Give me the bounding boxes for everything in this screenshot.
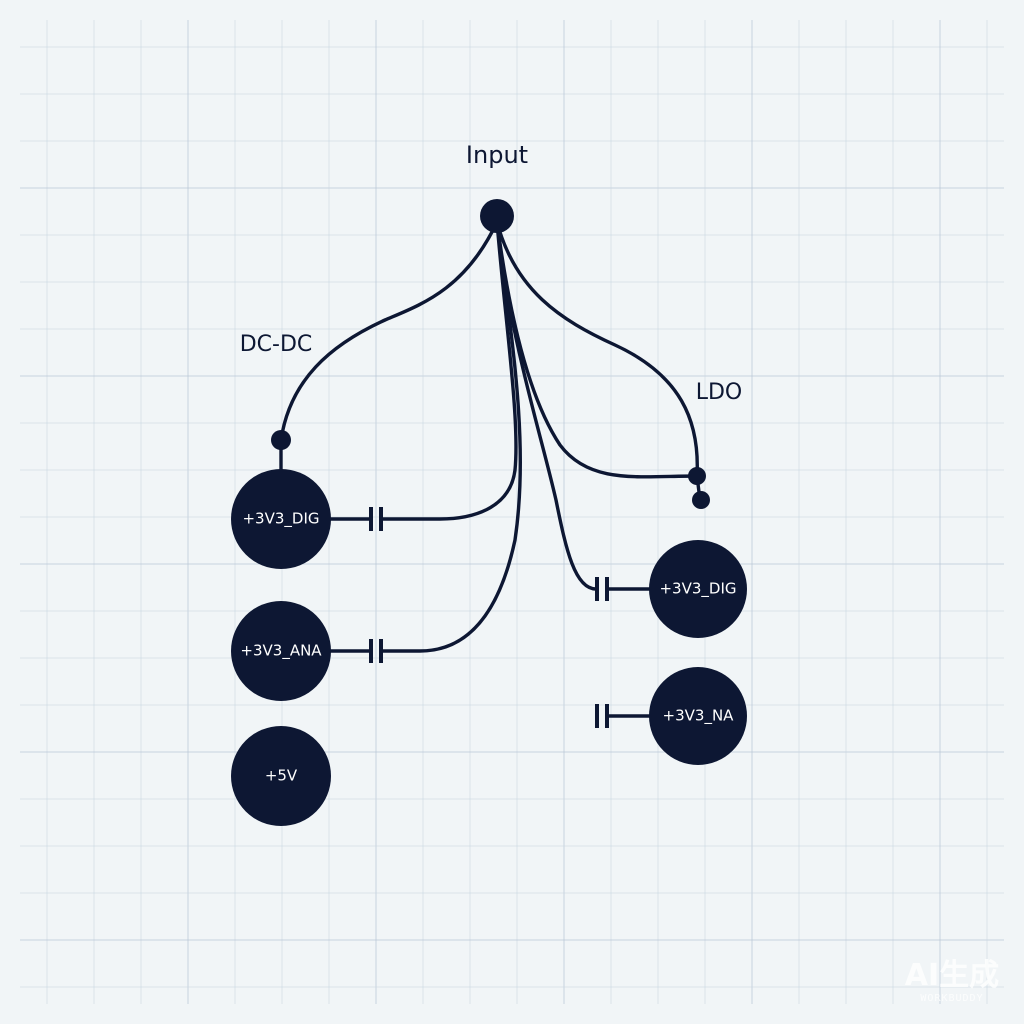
rail-dcdc-dig-label: +3V3_DIG bbox=[242, 510, 319, 529]
ldo-output-node bbox=[692, 491, 710, 509]
ldo-junction-node bbox=[688, 467, 706, 485]
watermark-sub-text: WORKBUDDY bbox=[920, 993, 983, 1004]
rail-dcdc-5v: +5V bbox=[231, 726, 331, 826]
dcdc-node bbox=[271, 430, 291, 450]
input-title: Input bbox=[466, 141, 528, 169]
rail-ldo-na: +3V3_NA bbox=[649, 667, 747, 765]
rail-dcdc-5v-label: +5V bbox=[265, 767, 298, 785]
watermark: AI生成 WORKBUDDY bbox=[905, 958, 999, 1004]
wire-input-to-dig-cap bbox=[380, 220, 518, 521]
capacitors bbox=[369, 507, 609, 728]
rail-dcdc-dig: +3V3_DIG bbox=[231, 469, 331, 569]
rails: +3V3_DIG +3V3_ANA +5V +3V3_DIG +3V3_NA bbox=[231, 469, 747, 826]
wire-input-to-ldo bbox=[495, 220, 699, 478]
rail-ldo-dig-label: +3V3_DIG bbox=[659, 580, 736, 599]
labels: Input DC-DC LDO bbox=[240, 141, 743, 405]
capacitor-dcdc-ana bbox=[369, 639, 383, 663]
wires bbox=[279, 220, 702, 718]
wire-input-to-ldo-junction bbox=[495, 220, 699, 479]
ldo-label: LDO bbox=[696, 380, 743, 405]
capacitor-ldo-na bbox=[595, 704, 609, 728]
watermark-main-text: AI生成 bbox=[905, 958, 999, 993]
nodes bbox=[271, 199, 710, 509]
wire-input-to-ana-cap bbox=[380, 220, 522, 653]
capacitor-dcdc-dig bbox=[369, 507, 383, 531]
rail-dcdc-ana-label: +3V3_ANA bbox=[240, 642, 322, 661]
capacitor-ldo-dig bbox=[595, 577, 609, 601]
rail-ldo-na-label: +3V3_NA bbox=[663, 707, 735, 726]
dcdc-label: DC-DC bbox=[240, 332, 313, 357]
input-node bbox=[480, 199, 514, 233]
wire-input-to-ldo-dig-cap bbox=[495, 220, 598, 591]
rail-ldo-dig: +3V3_DIG bbox=[649, 540, 747, 638]
wire-input-to-dcdc bbox=[279, 220, 499, 442]
rail-dcdc-ana: +3V3_ANA bbox=[231, 601, 331, 701]
